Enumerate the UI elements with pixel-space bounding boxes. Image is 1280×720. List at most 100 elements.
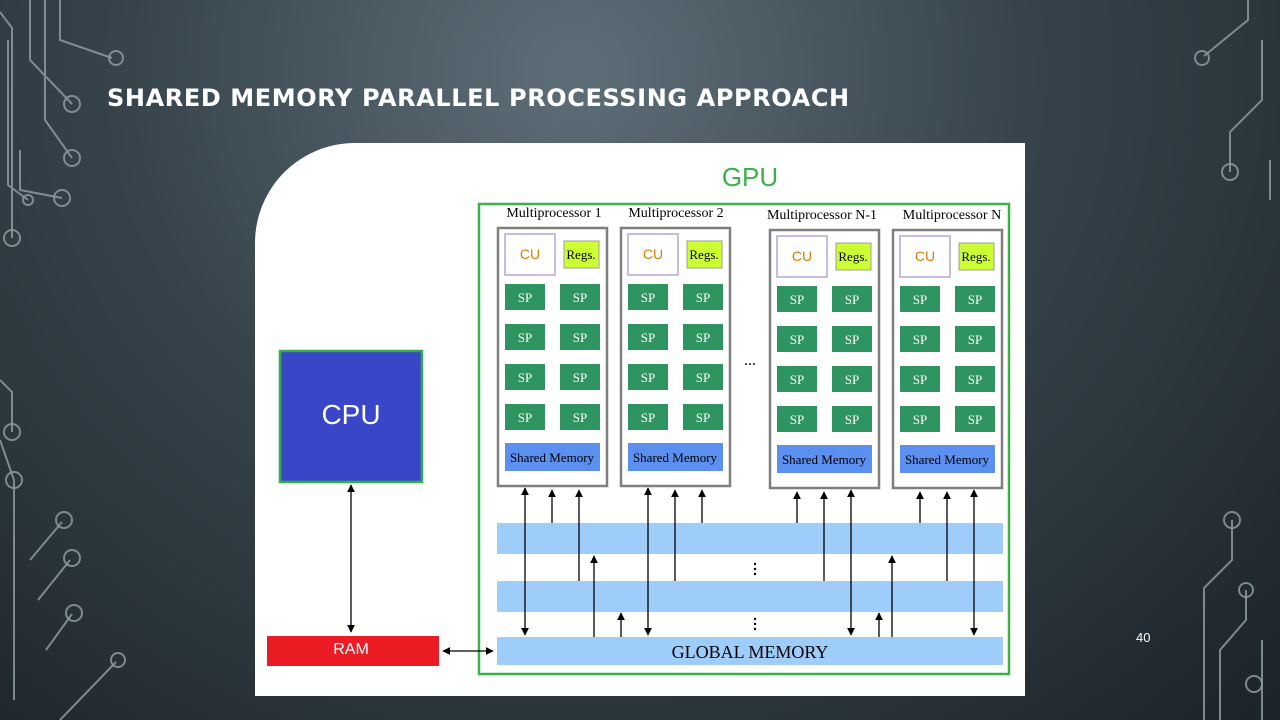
shared-memory-box bbox=[777, 445, 872, 473]
sp-unit bbox=[955, 286, 995, 312]
multiprocessor-title: Multiprocessor 2 bbox=[628, 206, 723, 221]
multiprocessor-border bbox=[891, 228, 1004, 490]
sp-label: SP bbox=[790, 292, 804, 307]
sp-label: SP bbox=[696, 370, 710, 385]
sp-label: SP bbox=[790, 412, 804, 427]
sp-unit bbox=[683, 364, 723, 390]
cu-box bbox=[627, 233, 679, 276]
sp-label: SP bbox=[641, 290, 655, 305]
sp-unit bbox=[832, 366, 872, 392]
multiprocessor-title: Multiprocessor 1 bbox=[506, 206, 601, 221]
shared-memory-box bbox=[628, 443, 723, 471]
cpu-block bbox=[278, 349, 424, 484]
sp-units: SP SP SP SP SP SP SP SP SP SP SP SP SP SP SP SP SP SP SP SP… bbox=[505, 284, 995, 432]
multiprocessor-block: Multiprocessor 1 CU Regs. Shared Memory bbox=[496, 206, 609, 488]
sp-unit bbox=[560, 284, 600, 310]
cu-label: CU bbox=[792, 248, 812, 264]
sp-label: SP bbox=[968, 292, 982, 307]
sp-label: SP bbox=[696, 330, 710, 345]
sp-unit bbox=[955, 326, 995, 352]
cu-box bbox=[504, 233, 556, 276]
sp-label: SP bbox=[968, 412, 982, 427]
gpu-border bbox=[477, 202, 1011, 676]
bus-2 bbox=[497, 581, 1003, 612]
sp-label: SP bbox=[845, 372, 859, 387]
sp-unit bbox=[683, 324, 723, 350]
regs-box bbox=[958, 242, 995, 271]
sp-label: SP bbox=[696, 290, 710, 305]
horizontal-ellipsis: ... bbox=[744, 352, 756, 369]
sp-unit bbox=[683, 284, 723, 310]
cu-label: CU bbox=[915, 248, 935, 264]
sp-unit bbox=[955, 366, 995, 392]
shared-memory-box bbox=[505, 443, 600, 471]
regs-label: Regs. bbox=[566, 247, 595, 262]
sp-unit bbox=[560, 324, 600, 350]
sp-unit bbox=[505, 284, 545, 310]
sp-label: SP bbox=[518, 330, 532, 345]
sp-label: SP bbox=[573, 330, 587, 345]
sp-unit bbox=[777, 326, 817, 352]
gpu-architecture-diagram: GPU GLOBAL MEMORY ... CPU RAM Multiproce… bbox=[267, 162, 1011, 676]
sp-label: SP bbox=[913, 332, 927, 347]
gpu-label: GPU bbox=[722, 162, 778, 192]
sp-unit bbox=[777, 366, 817, 392]
multiprocessor-border bbox=[496, 226, 609, 488]
shared-memory-label: Shared Memory bbox=[782, 452, 867, 467]
sp-unit bbox=[505, 364, 545, 390]
multiprocessor-block: Multiprocessor N-1 CU Regs. Shared Memor… bbox=[767, 208, 881, 490]
global-memory-label: GLOBAL MEMORY bbox=[672, 642, 829, 662]
multiprocessor-block: Multiprocessor N CU Regs. Shared Memory bbox=[891, 208, 1004, 490]
sp-label: SP bbox=[913, 372, 927, 387]
sp-unit bbox=[832, 406, 872, 432]
ram-label: RAM bbox=[333, 641, 369, 658]
cpu-label: CPU bbox=[321, 399, 380, 430]
sp-label: SP bbox=[641, 370, 655, 385]
sp-unit bbox=[628, 364, 668, 390]
sp-unit bbox=[560, 404, 600, 430]
sp-label: SP bbox=[573, 370, 587, 385]
sp-unit bbox=[777, 286, 817, 312]
cu-label: CU bbox=[643, 246, 663, 262]
sp-label: SP bbox=[696, 410, 710, 425]
sp-label: SP bbox=[968, 372, 982, 387]
bus-arrows bbox=[521, 487, 978, 637]
shared-memory-label: Shared Memory bbox=[510, 450, 595, 465]
multiprocessor-border bbox=[768, 228, 881, 490]
regs-label: Regs. bbox=[961, 249, 990, 264]
shared-memory-label: Shared Memory bbox=[633, 450, 718, 465]
sp-label: SP bbox=[968, 332, 982, 347]
sp-label: SP bbox=[790, 332, 804, 347]
regs-box bbox=[686, 240, 723, 269]
cu-label: CU bbox=[520, 246, 540, 262]
multiprocessor-title: Multiprocessor N bbox=[903, 208, 1001, 223]
cu-box bbox=[899, 235, 951, 278]
slide-title: SHARED MEMORY PARALLEL PROCESSING APPROA… bbox=[107, 84, 850, 112]
sp-unit bbox=[955, 406, 995, 432]
sp-unit bbox=[683, 404, 723, 430]
sp-label: SP bbox=[641, 410, 655, 425]
shared-memory-box bbox=[900, 445, 995, 473]
ram-block bbox=[267, 636, 439, 666]
sp-label: SP bbox=[845, 332, 859, 347]
regs-box bbox=[835, 242, 872, 271]
sp-unit bbox=[900, 366, 940, 392]
shared-memory-label: Shared Memory bbox=[905, 452, 990, 467]
page-number: 40 bbox=[1136, 630, 1151, 645]
sp-label: SP bbox=[790, 372, 804, 387]
multiprocessor-block: Multiprocessor 2 CU Regs. Shared Memory bbox=[619, 206, 732, 488]
sp-unit bbox=[832, 326, 872, 352]
sp-unit bbox=[832, 286, 872, 312]
multiprocessor-title: Multiprocessor N-1 bbox=[767, 208, 877, 223]
sp-label: SP bbox=[845, 412, 859, 427]
multiprocessor-border bbox=[619, 226, 732, 488]
sp-label: SP bbox=[573, 410, 587, 425]
sp-label: SP bbox=[641, 330, 655, 345]
regs-box bbox=[563, 240, 600, 269]
vertical-ellipsis bbox=[753, 562, 757, 631]
sp-unit bbox=[900, 286, 940, 312]
cu-box bbox=[776, 235, 828, 278]
sp-label: SP bbox=[913, 292, 927, 307]
sp-unit bbox=[628, 404, 668, 430]
